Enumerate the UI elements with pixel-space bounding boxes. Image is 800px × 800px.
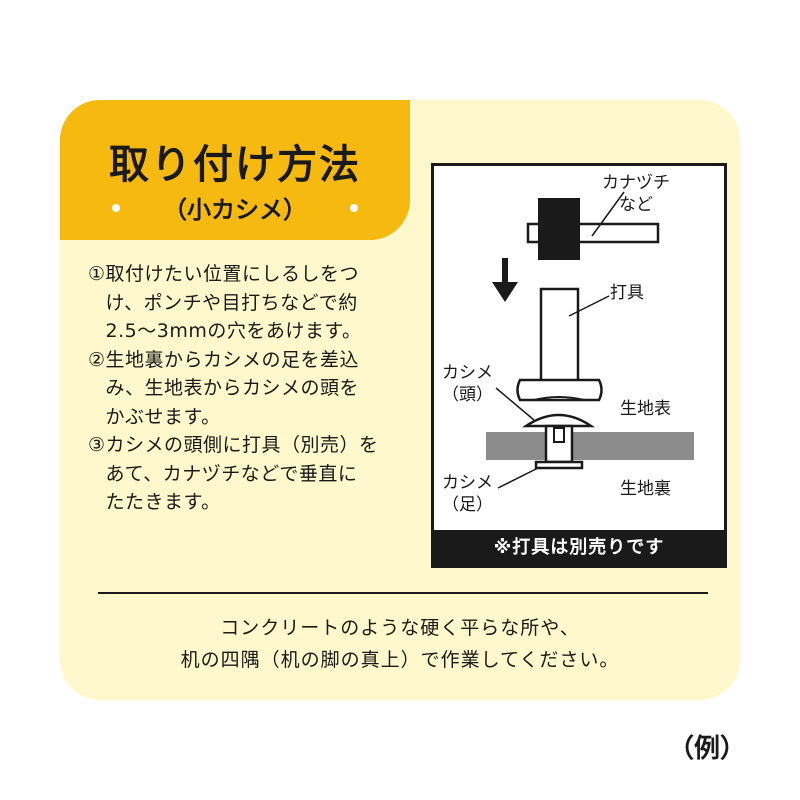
fabric-front-label: 生地表 — [620, 399, 671, 419]
punch-tip-cup — [533, 396, 585, 401]
step-line: あて、カナヅチなどで垂直に — [105, 462, 358, 485]
arrow-shaft — [502, 258, 508, 284]
instruction-card: 取り付け方法 （小カシメ） ① 取付けたい位置にしるしをつ け、ポンチや目打ちな… — [60, 100, 740, 700]
punch-leader — [568, 295, 610, 317]
step-line: 取付けたい位置にしるしをつ — [105, 263, 360, 285]
page-subtitle: （小カシメ） — [163, 196, 307, 224]
step-number: ① — [88, 263, 106, 285]
step-number: ② — [88, 348, 106, 371]
step-number: ③ — [88, 434, 106, 456]
step-line: かぶせます。 — [105, 405, 221, 428]
note-line: 机の四隅（机の脚の真上）で作業してください。 — [180, 649, 620, 671]
rivet-head-label: カシメ （頭） — [442, 362, 493, 406]
steps-list: ① 取付けたい位置にしるしをつ け、ポンチや目打ちなどで約 2.5～3mmの穴を… — [88, 260, 438, 517]
note-line: コンクリートのような硬く平らな所や、 — [220, 617, 580, 639]
hammer-label-line: カナヅチ — [602, 173, 670, 193]
step-line: カシメの頭側に打具（別売）を — [105, 434, 379, 456]
rivet-leg-label-line: カシメ — [442, 473, 493, 493]
step-line: たたきます。 — [105, 491, 221, 513]
hammer-label: カナヅチ など — [602, 172, 670, 216]
step-text: 生地裏からカシメの足を差込 み、生地表からカシメの頭を かぶせます。 — [106, 346, 438, 432]
punch-tip — [516, 378, 603, 402]
title-banner: 取り付け方法 （小カシメ） — [60, 100, 410, 240]
punch-label: 打具 — [610, 283, 644, 303]
fabric-layer — [486, 432, 694, 460]
step-item: ① 取付けたい位置にしるしをつ け、ポンチや目打ちなどで約 2.5～3mmの穴を… — [88, 260, 438, 346]
diagram-footnote: ※打具は別売りです — [434, 530, 724, 565]
page-title: 取り付け方法 — [109, 142, 361, 188]
hammer-leader — [591, 191, 625, 237]
step-line: 生地裏からカシメの足を差込 — [105, 348, 360, 371]
step-text: カシメの頭側に打具（別売）を あて、カナヅチなどで垂直に たたきます。 — [106, 431, 438, 517]
diagram-illustration — [486, 191, 694, 489]
step-item: ② 生地裏からカシメの足を差込 み、生地表からカシメの頭を かぶせます。 — [88, 346, 438, 432]
arrow-down-icon — [492, 282, 518, 302]
rivet-post-inner — [553, 427, 565, 443]
step-line: け、ポンチや目打ちなどで約 — [105, 291, 358, 314]
rivet-head-label-line: カシメ — [442, 363, 493, 383]
bullet-dot-right — [350, 204, 358, 212]
rivet-head-label-line: （頭） — [442, 385, 493, 405]
step-item: ③ カシメの頭側に打具（別売）を あて、カナヅチなどで垂直に たたきます。 — [88, 431, 438, 517]
divider — [98, 592, 708, 594]
rivet-head-icon — [521, 413, 596, 428]
rivet-leg-label-line: （足） — [442, 495, 493, 515]
punch-tool-icon — [539, 287, 580, 393]
bullet-dot-left — [112, 204, 120, 212]
rivet-leg-icon — [534, 460, 584, 470]
rivet-leg-label: カシメ （足） — [442, 472, 493, 516]
step-text: 取付けたい位置にしるしをつ け、ポンチや目打ちなどで約 2.5～3mmの穴をあけ… — [106, 260, 438, 346]
rivet-diagram: カナヅチ など 打具 カシメ （頭） 生地表 カシメ （足） 生地裏 ※打具は別… — [431, 163, 727, 568]
rivet-leg-leader — [497, 467, 539, 489]
step-line: み、生地表からカシメの頭を — [105, 377, 360, 399]
example-label: （例） — [668, 734, 747, 764]
rivet-head-leader — [495, 387, 535, 421]
hammer-head-icon — [538, 198, 580, 260]
hammer-label-line: など — [619, 195, 653, 215]
work-surface-note: コンクリートのような硬く平らな所や、 机の四隅（机の脚の真上）で作業してください… — [60, 612, 740, 676]
step-line: 2.5～3mmの穴をあけます。 — [105, 320, 362, 342]
fabric-back-label: 生地裏 — [620, 479, 671, 499]
